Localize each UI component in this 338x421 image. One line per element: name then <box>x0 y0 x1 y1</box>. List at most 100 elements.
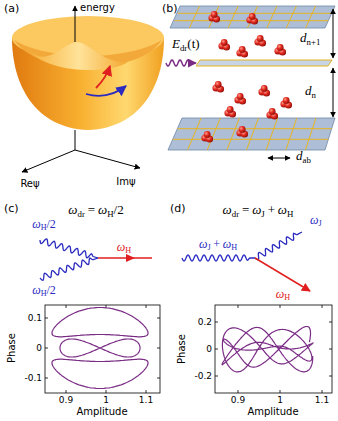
feynman-vertex <box>40 239 152 280</box>
axis-label: Imψ <box>116 176 135 187</box>
label-group: (d) <box>170 203 186 216</box>
photon-label: ω <box>32 217 40 231</box>
resonance-condition: ω <box>223 202 232 217</box>
label-group: ωdr=ωJ+ωH <box>223 203 294 219</box>
label-group: 0.1 <box>28 313 42 323</box>
tick-label: 1.1 <box>139 395 153 405</box>
panel-letter: (a) <box>4 2 19 15</box>
axis-title: Amplitude <box>247 406 298 417</box>
photon-label: /2 <box>47 217 56 231</box>
phase-plot <box>45 305 160 393</box>
tick-label: 0.9 <box>231 395 245 405</box>
label-group: 1.1 <box>315 395 329 405</box>
panel-letter: (b) <box>162 2 178 15</box>
tick-label: 1 <box>277 395 283 405</box>
resonance-condition: = <box>242 202 249 217</box>
phase-plot <box>215 305 332 393</box>
axis-title: Phase <box>6 333 17 363</box>
label-group: ωJ+ωH <box>199 238 237 253</box>
tick-label: 0 <box>206 344 212 354</box>
layer-stack <box>166 6 335 158</box>
label-group: Edr(t) <box>172 37 200 53</box>
tick-label: -0.1 <box>24 373 42 383</box>
dimension-label: n <box>312 90 316 100</box>
resonance-condition: J <box>261 209 264 219</box>
tick-label: 1.1 <box>315 395 329 405</box>
label-group: 1 <box>103 395 109 405</box>
label-group: ωH <box>276 288 290 303</box>
dimension-label: ab <box>303 155 311 165</box>
photon-label: J <box>207 243 210 252</box>
tick-label: 0.2 <box>198 317 212 327</box>
photon-label: H <box>41 289 47 298</box>
label-group: ωH/2 <box>32 218 56 233</box>
label-group: 1.1 <box>139 395 153 405</box>
field-label: dr <box>180 43 187 53</box>
label-group: dab <box>296 149 311 165</box>
label-group: (b) <box>162 3 178 16</box>
photon-label: J <box>318 219 321 228</box>
resonance-condition: ω <box>98 202 107 217</box>
photon-label: ω <box>199 237 207 251</box>
mode-label: H <box>125 246 131 255</box>
mode-label: ω <box>117 240 125 254</box>
resonance-condition: ω <box>278 202 287 217</box>
label-group: dn+1 <box>300 31 320 47</box>
label-group: Phase <box>6 333 18 363</box>
photon-label: H <box>41 223 47 232</box>
field-label: (t) <box>187 36 199 51</box>
dimension-label: d <box>296 148 303 163</box>
photon-label: ω <box>310 213 318 227</box>
label-group: 0.9 <box>59 395 73 405</box>
mexican-hat <box>12 6 164 172</box>
label-group: Reψ <box>20 178 39 190</box>
tick-label: 0.1 <box>28 313 42 323</box>
axis-label: Reψ <box>20 178 39 189</box>
resonance-condition: + <box>268 202 275 217</box>
label-group: energy <box>80 2 115 14</box>
axis-label: energy <box>80 2 115 13</box>
tick-label: 1 <box>103 395 109 405</box>
photon-label: + <box>213 237 220 251</box>
photon-label: ω <box>32 283 40 297</box>
mode-label: ω <box>276 287 284 301</box>
resonance-condition: ω <box>68 202 77 217</box>
tick-label: 0.9 <box>59 395 73 405</box>
label-group: (a) <box>4 3 19 16</box>
dimension-label: d <box>305 83 312 98</box>
label-group: Amplitude <box>76 406 127 418</box>
photon-label: ω <box>223 237 231 251</box>
mode-label: H <box>284 293 290 302</box>
resonance-condition: dr <box>78 209 85 219</box>
resonance-condition: H <box>107 209 113 219</box>
panel-letter: (c) <box>4 202 19 215</box>
label-group: Phase <box>176 334 188 364</box>
resonance-condition: H <box>287 209 293 219</box>
resonance-condition: /2 <box>114 202 124 217</box>
label-group: dn <box>305 84 316 100</box>
label-group: 0.2 <box>198 317 212 327</box>
photon-label: /2 <box>47 283 56 297</box>
dimension-label: d <box>300 30 307 45</box>
field-label: E <box>172 36 180 51</box>
panel-letter: (d) <box>170 202 186 215</box>
label-group: 0 <box>206 344 212 354</box>
axis-title: Amplitude <box>76 406 127 417</box>
label-group: 0 <box>36 343 42 353</box>
feynman-vertex <box>182 232 310 291</box>
label-group: -0.1 <box>24 373 42 383</box>
label-group: 0.9 <box>231 395 245 405</box>
dimension-label: n+1 <box>307 37 321 47</box>
label-group: ωJ <box>310 214 322 229</box>
resonance-condition: = <box>88 202 95 217</box>
tick-label: -0.2 <box>194 371 212 381</box>
label-group: -0.2 <box>194 371 212 381</box>
label-group: ωdr=ωH/2 <box>68 203 123 219</box>
label-group: ωH/2 <box>32 284 56 299</box>
resonance-condition: dr <box>232 209 239 219</box>
label-group: 1 <box>277 395 283 405</box>
label-group: (c) <box>4 203 19 216</box>
photon-label: H <box>231 243 237 252</box>
label-group: Amplitude <box>247 406 298 418</box>
